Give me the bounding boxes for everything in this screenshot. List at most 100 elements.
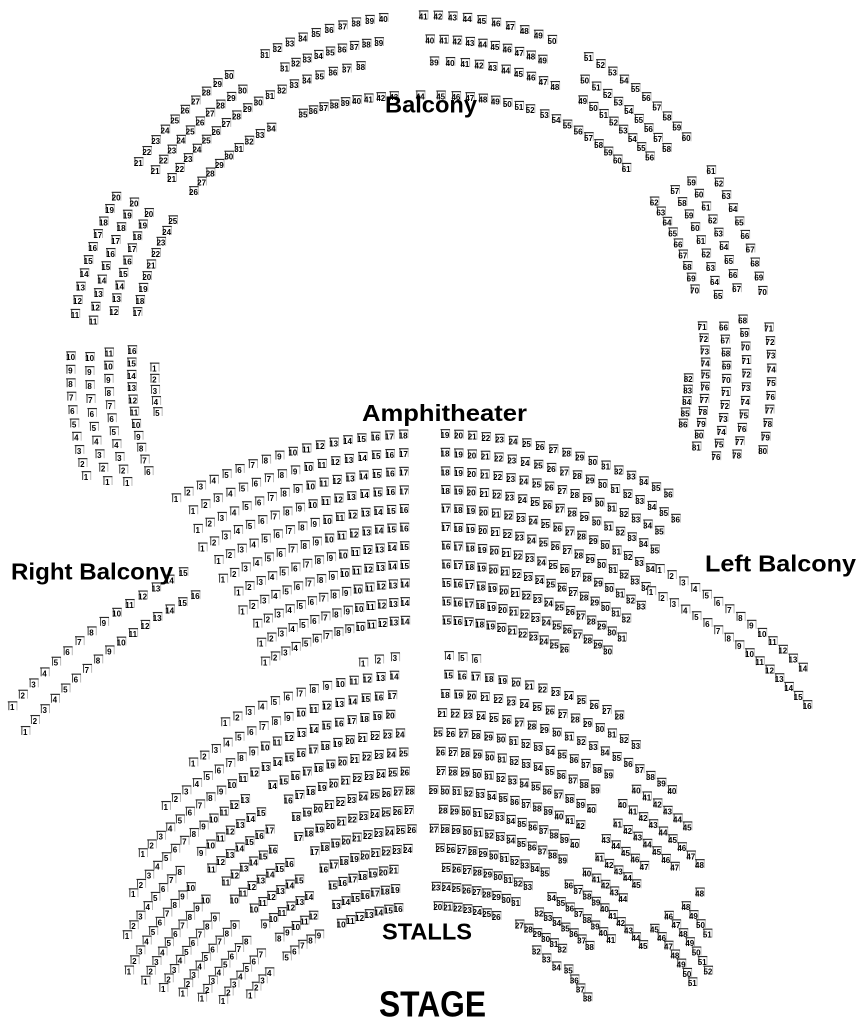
svg-text:32: 32 [622,615,631,624]
svg-text:45: 45 [490,43,499,52]
svg-text:74: 74 [701,359,710,368]
svg-text:68: 68 [738,316,747,325]
svg-text:28: 28 [232,112,241,121]
svg-text:76: 76 [712,453,721,462]
svg-text:19: 19 [477,565,486,574]
svg-text:29: 29 [594,580,603,589]
svg-text:47: 47 [664,943,673,952]
svg-text:14: 14 [127,372,136,381]
svg-text:12: 12 [73,297,82,306]
svg-text:11: 11 [222,878,231,887]
svg-text:17: 17 [347,717,356,726]
svg-text:20: 20 [360,852,369,861]
svg-text:29: 29 [450,807,459,816]
svg-text:24: 24 [370,811,379,820]
svg-text:27: 27 [558,711,567,720]
svg-text:69: 69 [722,363,731,372]
svg-text:63: 63 [722,192,731,201]
svg-text:72: 72 [699,335,708,344]
svg-text:5: 5 [284,587,289,596]
svg-text:61: 61 [622,165,631,174]
svg-text:6: 6 [293,564,298,573]
svg-text:26: 26 [566,608,575,617]
svg-text:11: 11 [105,349,114,358]
svg-text:19: 19 [318,784,327,793]
svg-text:9: 9 [329,554,334,563]
svg-text:8: 8 [205,922,210,931]
svg-text:4: 4 [232,508,237,517]
svg-text:52: 52 [609,119,618,128]
svg-text:48: 48 [679,930,688,939]
svg-text:57: 57 [584,134,593,143]
svg-text:39: 39 [591,922,600,931]
svg-text:9: 9 [315,539,320,548]
svg-text:3: 3 [77,447,82,456]
svg-text:60: 60 [691,224,700,233]
svg-text:34: 34 [520,780,529,789]
svg-text:4: 4 [145,903,150,912]
svg-text:48: 48 [520,27,529,36]
svg-text:37: 37 [635,766,644,775]
svg-text:12: 12 [128,396,137,405]
svg-text:42: 42 [576,822,585,831]
svg-text:37: 37 [521,801,530,810]
svg-text:30: 30 [552,730,561,739]
svg-text:37: 37 [350,43,359,52]
svg-text:5: 5 [284,953,289,962]
svg-text:41: 41 [595,855,604,864]
svg-text:67: 67 [746,246,755,255]
svg-text:19: 19 [333,740,342,749]
svg-text:30: 30 [463,828,472,837]
svg-text:7: 7 [182,838,187,847]
svg-text:9: 9 [107,647,112,656]
svg-text:26: 26 [393,808,402,817]
svg-text:28: 28 [577,533,586,542]
svg-text:22: 22 [493,473,502,482]
svg-text:15: 15 [372,471,381,480]
svg-text:1: 1 [10,703,15,712]
svg-text:10: 10 [249,905,258,914]
svg-text:14: 14 [388,544,397,553]
svg-text:1: 1 [105,478,110,487]
svg-text:1: 1 [200,995,205,1004]
svg-text:8: 8 [317,557,322,566]
svg-text:4: 4 [155,863,160,872]
svg-text:26: 26 [189,188,198,197]
svg-text:35: 35 [315,72,324,81]
svg-text:81: 81 [692,443,701,452]
svg-text:16: 16 [385,451,394,460]
svg-text:14: 14 [268,782,277,791]
svg-text:18: 18 [117,224,126,233]
svg-text:18: 18 [476,602,485,611]
svg-text:2: 2 [247,583,252,592]
svg-text:2: 2 [251,602,256,611]
svg-text:11: 11 [239,890,248,899]
svg-text:25: 25 [539,540,548,549]
svg-text:39: 39 [558,856,567,865]
svg-text:72: 72 [766,338,775,347]
svg-text:7: 7 [108,402,113,411]
svg-text:22: 22 [142,148,151,157]
svg-text:9: 9 [251,749,256,758]
svg-text:2: 2 [228,551,233,560]
svg-text:11: 11 [337,533,346,542]
svg-text:33: 33 [589,743,598,752]
svg-text:61: 61 [702,203,711,212]
svg-text:43: 43 [448,13,457,22]
svg-text:4: 4 [178,957,183,966]
svg-text:12: 12 [334,495,343,504]
svg-text:85: 85 [681,409,690,418]
svg-text:12: 12 [331,458,340,467]
svg-text:19: 19 [123,212,132,221]
svg-text:16: 16 [268,847,277,856]
svg-text:26: 26 [446,730,455,739]
svg-text:23: 23 [531,615,540,624]
svg-text:21: 21 [480,490,489,499]
svg-text:3: 3 [184,787,189,796]
svg-text:26: 26 [543,502,552,511]
svg-text:19: 19 [391,886,400,895]
svg-text:24: 24 [542,618,551,627]
svg-text:13: 13 [346,474,355,483]
svg-text:7: 7 [272,513,277,522]
svg-text:12: 12 [348,512,357,521]
